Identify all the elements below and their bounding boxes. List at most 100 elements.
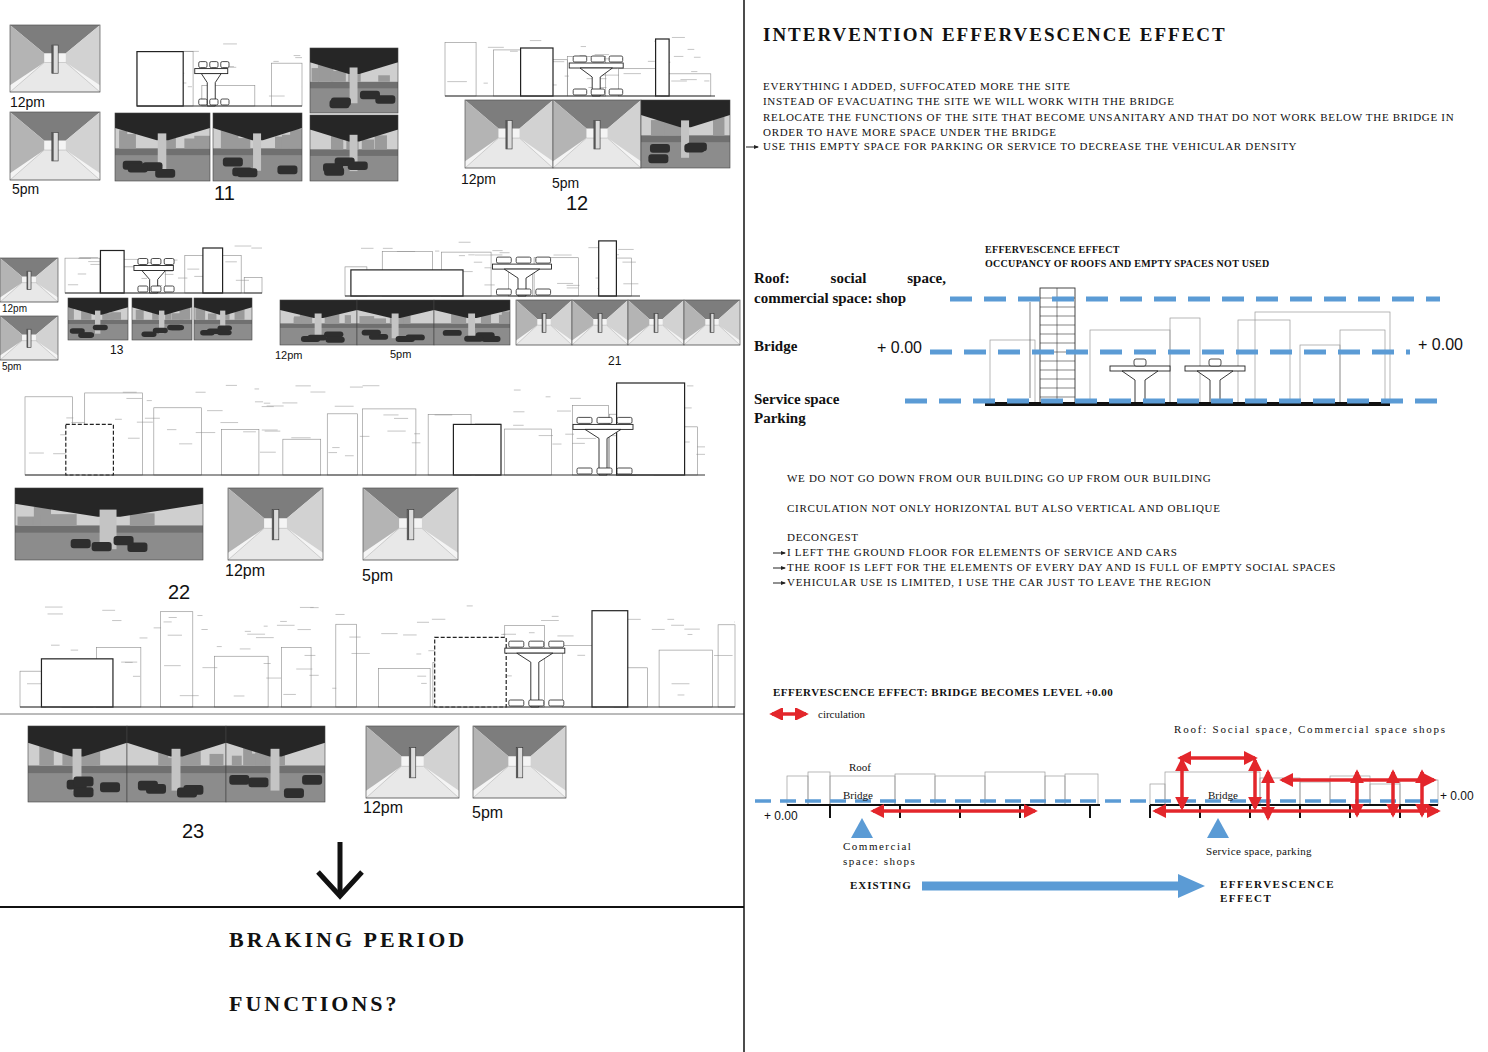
- photo-car: [348, 162, 368, 171]
- photo-car: [71, 539, 91, 548]
- photo-building: [290, 129, 302, 148]
- annotation-label: 21: [608, 355, 621, 369]
- hatch-dash: [226, 385, 237, 386]
- building-outline: [327, 414, 357, 475]
- hatch-dash: [557, 635, 573, 636]
- photo-car: [648, 154, 668, 163]
- annotation-label: Roof: [849, 761, 871, 774]
- ground-line: [345, 296, 640, 297]
- render-pillar-shadow: [654, 314, 655, 333]
- site-photo: [641, 100, 730, 168]
- hatch-dash: [624, 73, 641, 74]
- building-outline: [121, 267, 165, 293]
- render-pillar: [27, 329, 31, 347]
- annotation-label: 5pm: [390, 348, 411, 361]
- car: [516, 289, 531, 295]
- hatch-dash: [255, 401, 263, 402]
- building-outline: [659, 650, 712, 707]
- hatch-dash: [168, 635, 182, 636]
- photo-car: [396, 336, 415, 342]
- hatch-dash: [332, 447, 339, 448]
- car: [199, 99, 207, 105]
- render-ground: [10, 112, 100, 180]
- annotation-label: 12pm: [275, 349, 303, 362]
- building-outline: [1340, 330, 1385, 403]
- render-frame: [473, 726, 566, 798]
- photo-pillar: [253, 133, 261, 170]
- annotation-label: OCCUPANCY OF ROOFS AND EMPTY SPACES NOT …: [985, 258, 1270, 270]
- photo-ground: [28, 726, 127, 802]
- photo-car: [237, 168, 257, 177]
- hatch-dash: [236, 280, 249, 281]
- site-elevation: [445, 37, 715, 96]
- photo-car: [323, 163, 343, 172]
- hatch-dash: [570, 398, 581, 399]
- photo-building: [208, 313, 217, 319]
- perspective-render: [516, 300, 572, 345]
- perspective-render: [0, 258, 58, 302]
- perspective-render: [553, 100, 641, 168]
- photo-pillar: [172, 749, 181, 791]
- hatch-dash: [141, 278, 146, 279]
- building-outline: [154, 408, 201, 475]
- bridge-deck: [505, 648, 565, 653]
- photo-car: [284, 788, 304, 798]
- site-photo: [194, 298, 252, 340]
- building-outline: [282, 648, 311, 707]
- hatch-dash: [694, 57, 701, 58]
- hatch-dash: [672, 37, 685, 38]
- hatch-dash: [618, 249, 633, 250]
- ground-line: [787, 804, 1100, 806]
- section-rule: [0, 714, 744, 715]
- hatch-dash: [154, 627, 161, 628]
- annotation-label: + 0.00: [1440, 790, 1474, 804]
- hatch-dash: [273, 61, 278, 62]
- site-photo: [213, 113, 302, 181]
- building-box: [100, 251, 124, 294]
- hatch-dash: [674, 56, 684, 57]
- hatch-dash: [29, 453, 44, 454]
- hatch-dash: [217, 646, 222, 647]
- annotation-label: Roof: social space, commercial space: sh…: [754, 268, 946, 308]
- photo-car: [362, 330, 381, 336]
- car: [549, 700, 564, 706]
- hatch-dash: [352, 653, 370, 654]
- photo-frame: [310, 115, 398, 181]
- hatch-dash: [296, 669, 312, 670]
- ground-line: [65, 293, 262, 294]
- photo-car: [114, 536, 134, 545]
- hatch-dash: [240, 648, 251, 649]
- hatch-dash: [220, 422, 238, 423]
- building-outline: [504, 429, 551, 475]
- site-photo: [434, 300, 510, 345]
- building-box: [599, 241, 617, 296]
- photo-ground: [194, 298, 252, 340]
- hatch-dash: [414, 433, 420, 434]
- render-ground: [0, 258, 58, 302]
- car: [151, 286, 161, 292]
- render-pillar: [654, 314, 658, 333]
- photo-building: [345, 315, 351, 323]
- hatch-dash: [277, 625, 295, 626]
- hatch-dash: [484, 83, 488, 84]
- hatch-dash: [714, 655, 733, 656]
- hatch-dash: [383, 248, 393, 249]
- render-frame: [516, 300, 572, 345]
- photo-building: [232, 756, 242, 766]
- hatch-dash: [552, 444, 561, 445]
- photo-frame: [226, 726, 325, 802]
- building-outline: [271, 63, 302, 106]
- photo-car: [248, 777, 268, 787]
- tower-floor: [1040, 370, 1075, 371]
- photo-ground: [68, 298, 128, 340]
- tower-floor: [1040, 397, 1075, 398]
- render-pillar: [506, 120, 512, 149]
- photo-ground: [15, 488, 203, 560]
- annotation-label: 13: [110, 344, 123, 358]
- bridge-deck: [134, 266, 173, 271]
- photo-building: [378, 75, 390, 82]
- hatch-dash: [140, 637, 148, 638]
- post: [1149, 805, 1151, 818]
- hatch-dash: [671, 625, 684, 626]
- photo-building: [136, 310, 144, 320]
